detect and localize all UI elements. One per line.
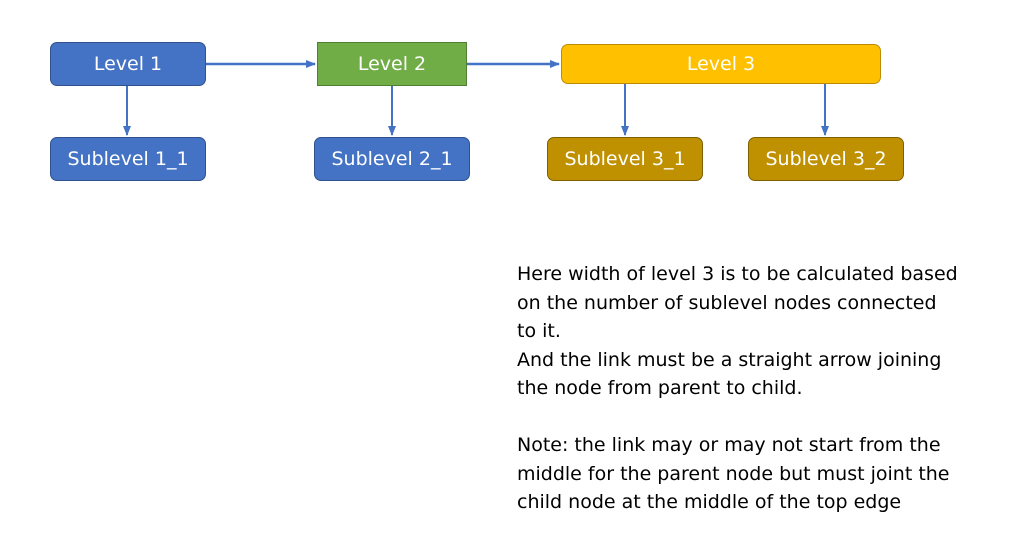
note-line: And the link must be a straight arrow jo… bbox=[517, 348, 942, 371]
note-line: on the number of sublevel nodes connecte… bbox=[517, 291, 937, 314]
note-line: Note: the link may or may not start from… bbox=[517, 434, 941, 456]
node-level-2[interactable]: Level 2 bbox=[317, 42, 467, 86]
node-sublevel-1-1[interactable]: Sublevel 1_1 bbox=[50, 137, 206, 181]
node-sublevel-3-1[interactable]: Sublevel 3_1 bbox=[547, 137, 703, 181]
node-level-1[interactable]: Level 1 bbox=[50, 42, 206, 86]
node-sublevel-2-1[interactable]: Sublevel 2_1 bbox=[314, 137, 470, 181]
note-line: the node from parent to child. bbox=[517, 377, 803, 399]
explanation-note: Here width of level 3 is to be calculate… bbox=[517, 260, 987, 517]
note-line: middle for the parent node but must join… bbox=[517, 462, 950, 485]
note-line: to it. bbox=[517, 320, 561, 342]
node-level-3[interactable]: Level 3 bbox=[561, 44, 881, 84]
note-line: Here width of level 3 is to be calculate… bbox=[517, 263, 958, 285]
node-sublevel-2-1-label: Sublevel 2_1 bbox=[331, 148, 453, 170]
node-level-1-label: Level 1 bbox=[93, 53, 163, 75]
node-sublevel-3-1-label: Sublevel 3_1 bbox=[564, 148, 686, 170]
note-line: child node at the middle of the top edge bbox=[517, 491, 902, 513]
node-level-3-label: Level 3 bbox=[686, 53, 756, 75]
node-sublevel-3-2[interactable]: Sublevel 3_2 bbox=[748, 137, 904, 181]
node-sublevel-1-1-label: Sublevel 1_1 bbox=[67, 148, 189, 170]
node-sublevel-3-2-label: Sublevel 3_2 bbox=[765, 148, 887, 170]
note-blank-line bbox=[517, 403, 987, 432]
node-level-2-label: Level 2 bbox=[357, 53, 427, 75]
